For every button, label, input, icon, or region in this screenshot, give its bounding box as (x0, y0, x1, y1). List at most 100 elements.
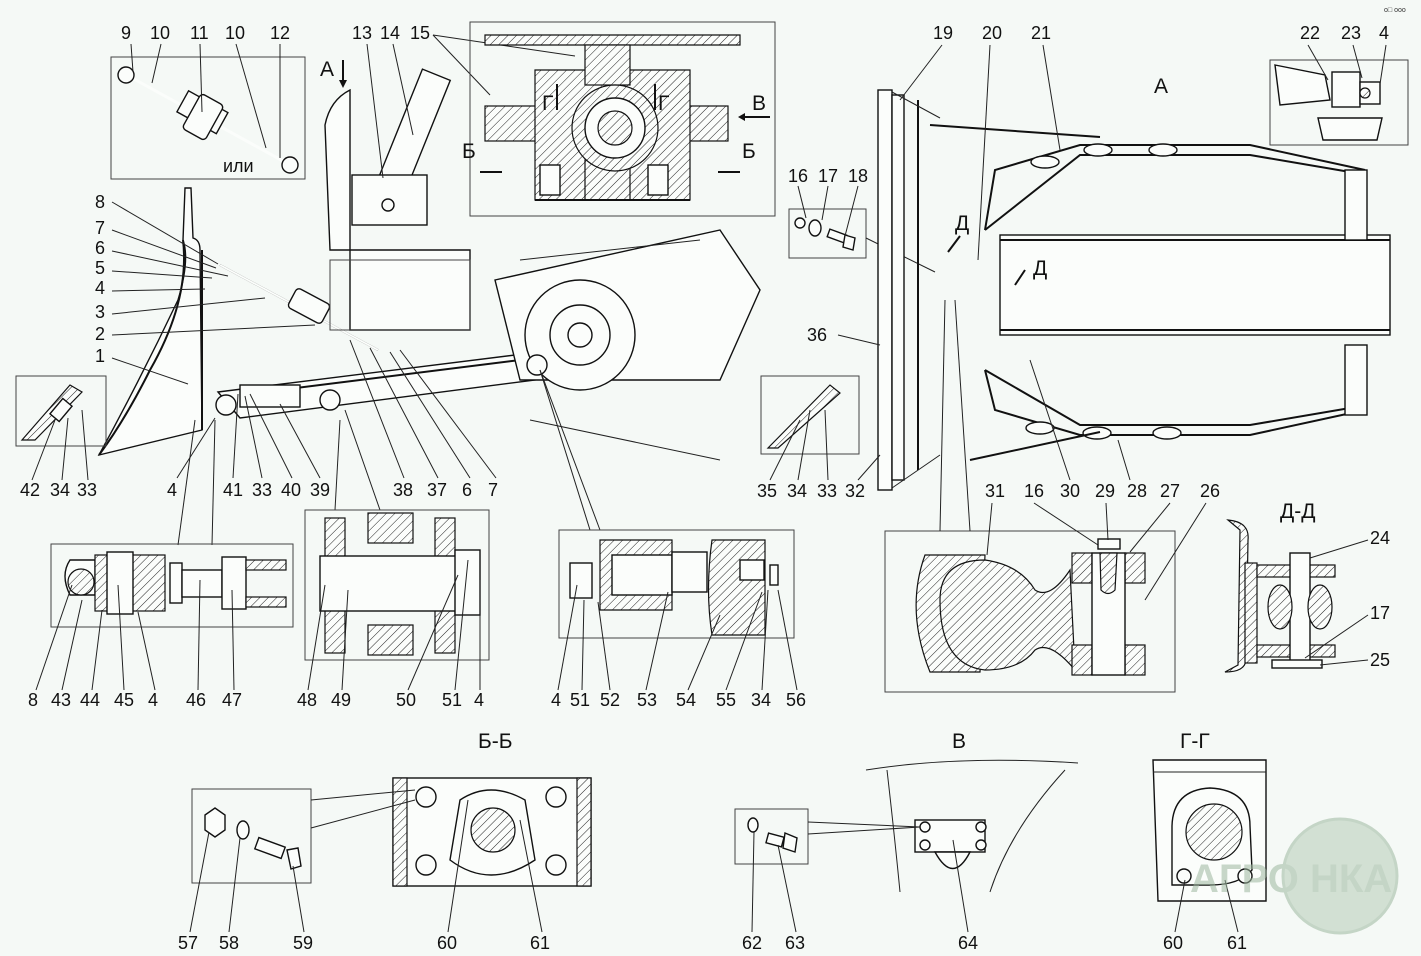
callout: 9 (121, 23, 131, 43)
view-A-frame (929, 124, 1391, 461)
callout: 8 (95, 192, 105, 212)
callout: 22 (1300, 23, 1320, 43)
callout: 27 (1160, 481, 1180, 501)
callout: 15 (410, 23, 430, 43)
callouts-ball-joint: 31 16 30 29 28 27 26 (939, 299, 1220, 601)
callout: 5 (95, 258, 105, 278)
callout: 46 (186, 690, 206, 710)
pin-bearing-detail (304, 509, 490, 661)
callout: 4 (167, 480, 177, 500)
callout: 60 (1163, 933, 1183, 953)
callout: 30 (1060, 481, 1080, 501)
callouts-main-bottom: 4 41 33 40 39 38 37 6 7 (167, 339, 601, 546)
turnbuckle-detail: или (110, 56, 306, 180)
callouts-ball-socket: 4 51 52 53 54 55 34 56 (551, 584, 806, 710)
callout: 48 (297, 690, 317, 710)
view-title-V: В (952, 730, 966, 753)
callout: 6 (95, 238, 105, 258)
section-G-G: Г-Г 60 61 (1152, 730, 1267, 953)
section-title-B-B: Б-Б (478, 730, 513, 753)
watermark: АГРО НКА (1190, 817, 1399, 935)
svg-text:Д: Д (1033, 257, 1047, 280)
callout: 2 (95, 324, 105, 344)
svg-text:Б: Б (462, 140, 476, 163)
callout: 31 (985, 481, 1005, 501)
callout: 45 (114, 690, 134, 710)
callout: 61 (1227, 933, 1247, 953)
callouts-section-B-B: 57 58 59 60 61 (178, 799, 550, 953)
callout: 64 (958, 933, 978, 953)
callout: 33 (252, 480, 272, 500)
callouts-cylinder-rod-end: 8 43 44 45 4 46 47 (28, 579, 242, 710)
callout: 10 (225, 23, 245, 43)
callout: 37 (427, 480, 447, 500)
callout: 42 (20, 480, 40, 500)
callout: 3 (95, 302, 105, 322)
view-title-A: А (1154, 75, 1168, 98)
callout: 14 (380, 23, 400, 43)
callout: 20 (982, 23, 1002, 43)
callout: 53 (637, 690, 657, 710)
callout: 33 (77, 480, 97, 500)
view-V: В 62 63 64 (734, 730, 1079, 953)
blade-front-view (877, 89, 941, 491)
callout: 32 (845, 481, 865, 501)
callout: 51 (442, 690, 462, 710)
callout: 7 (95, 218, 105, 238)
callout: 16 (788, 166, 808, 186)
callout: 13 (352, 23, 372, 43)
cutting-edge-detail-left: 42 34 33 (15, 375, 107, 500)
callout: 28 (1127, 481, 1147, 501)
ball-socket-detail (558, 529, 795, 639)
callout: 60 (437, 933, 457, 953)
svg-text:А: А (320, 58, 334, 81)
callout: 8 (28, 690, 38, 710)
callout: 44 (80, 690, 100, 710)
callout: 34 (787, 481, 807, 501)
callout: 40 (281, 480, 301, 500)
callout: 4 (95, 278, 105, 298)
callout: 58 (219, 933, 239, 953)
callout: 23 (1341, 23, 1361, 43)
callout: 12 (270, 23, 290, 43)
svg-text:В: В (752, 92, 766, 115)
callout: 34 (50, 480, 70, 500)
callout: 4 (474, 690, 484, 710)
callout: 39 (310, 480, 330, 500)
svg-text:Г: Г (542, 92, 553, 115)
svg-text:Д: Д (955, 212, 969, 235)
callout: 33 (817, 481, 837, 501)
callout: 10 (150, 23, 170, 43)
callout: 18 (848, 166, 868, 186)
callout: 16 (1024, 481, 1044, 501)
callouts-turnbuckle: 9 10 11 10 12 (121, 23, 290, 158)
callout: 59 (293, 933, 313, 953)
callout: 17 (1370, 603, 1390, 623)
callout: 11 (190, 23, 209, 43)
callout: 62 (742, 933, 762, 953)
callout: 25 (1370, 650, 1390, 670)
callout: 55 (716, 690, 736, 710)
svg-text:АГРО НКА: АГРО НКА (1190, 857, 1392, 901)
callout: 49 (331, 690, 351, 710)
callout: 35 (757, 481, 777, 501)
svg-text:Г: Г (658, 92, 669, 115)
pivot-section-detail (469, 21, 776, 217)
callout: 43 (51, 690, 71, 710)
callout: 17 (818, 166, 838, 186)
callouts-cylinder-top: 13 14 15 (352, 23, 576, 179)
callouts-view-A-top: 19 20 21 22 23 4 (899, 23, 1389, 261)
callout: 57 (178, 933, 198, 953)
callout: 54 (676, 690, 696, 710)
callout: 24 (1370, 528, 1390, 548)
callout: 36 (807, 325, 827, 345)
cutting-edge-detail-right: 35 34 33 32 36 (757, 325, 881, 501)
callout: 61 (530, 933, 550, 953)
ball-joint-detail (884, 530, 1176, 693)
section-D-D: Д-Д 24 17 25 (1224, 500, 1390, 673)
callout: 38 (393, 480, 413, 500)
callouts-left-column: 8 7 6 5 4 3 2 1 (95, 192, 316, 385)
callout: 56 (786, 690, 806, 710)
